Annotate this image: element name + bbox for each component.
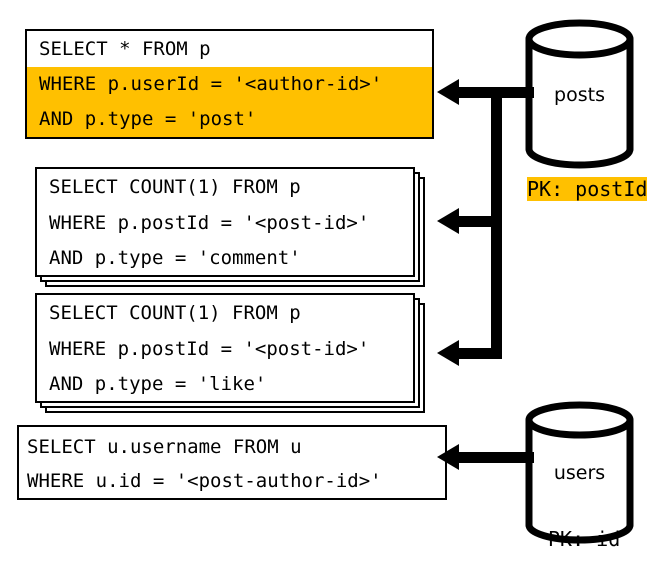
query-line: SELECT COUNT(1) FROM p — [49, 176, 301, 198]
connector-branch-comment-count — [458, 216, 502, 227]
collection-name-label: posts — [554, 84, 605, 106]
query-line-highlighted: WHERE p.userId = '<author-id>' — [27, 67, 432, 102]
query-box-comment-count[interactable]: SELECT COUNT(1) FROM p WHERE p.postId = … — [35, 167, 415, 277]
connector-branch-like-count — [458, 348, 502, 359]
connector-users-username-lookup — [458, 452, 534, 463]
query-line: AND p.type = 'like' — [49, 373, 267, 395]
query-line: WHERE u.id = '<post-author-id>' — [27, 470, 382, 492]
query-line: SELECT u.username FROM u — [27, 436, 302, 458]
arrow-head-posts-by-author — [437, 79, 459, 105]
collection-posts[interactable]: posts — [523, 18, 636, 170]
database-cylinder-icon — [525, 19, 634, 169]
query-box-posts-by-author[interactable]: SELECT * FROM p WHERE p.userId = '<autho… — [25, 29, 434, 139]
query-line: SELECT COUNT(1) FROM p — [49, 302, 301, 324]
collection-users[interactable]: users — [523, 400, 636, 545]
arrow-head-like-count — [437, 340, 459, 366]
query-line-highlighted: AND p.type = 'post' — [27, 102, 432, 137]
connector-branch-posts-by-author — [458, 87, 534, 98]
query-box-username-lookup[interactable]: SELECT u.username FROM u WHERE u.id = '<… — [17, 425, 447, 500]
arrow-head-comment-count — [437, 208, 459, 234]
collection-name-label: users — [553, 462, 606, 484]
query-line: WHERE p.postId = '<post-id>' — [49, 338, 370, 360]
primary-key-badge-posts: PK: postId — [527, 177, 648, 201]
query-box-like-count[interactable]: SELECT COUNT(1) FROM p WHERE p.postId = … — [35, 293, 415, 403]
arrow-head-username-lookup — [437, 444, 459, 470]
database-cylinder-icon — [525, 401, 634, 544]
query-line: WHERE p.postId = '<post-id>' — [49, 212, 370, 234]
query-line: AND p.type = 'comment' — [49, 247, 301, 269]
primary-key-badge-users: PK: id — [548, 527, 621, 551]
query-line: SELECT * FROM p — [39, 38, 211, 60]
